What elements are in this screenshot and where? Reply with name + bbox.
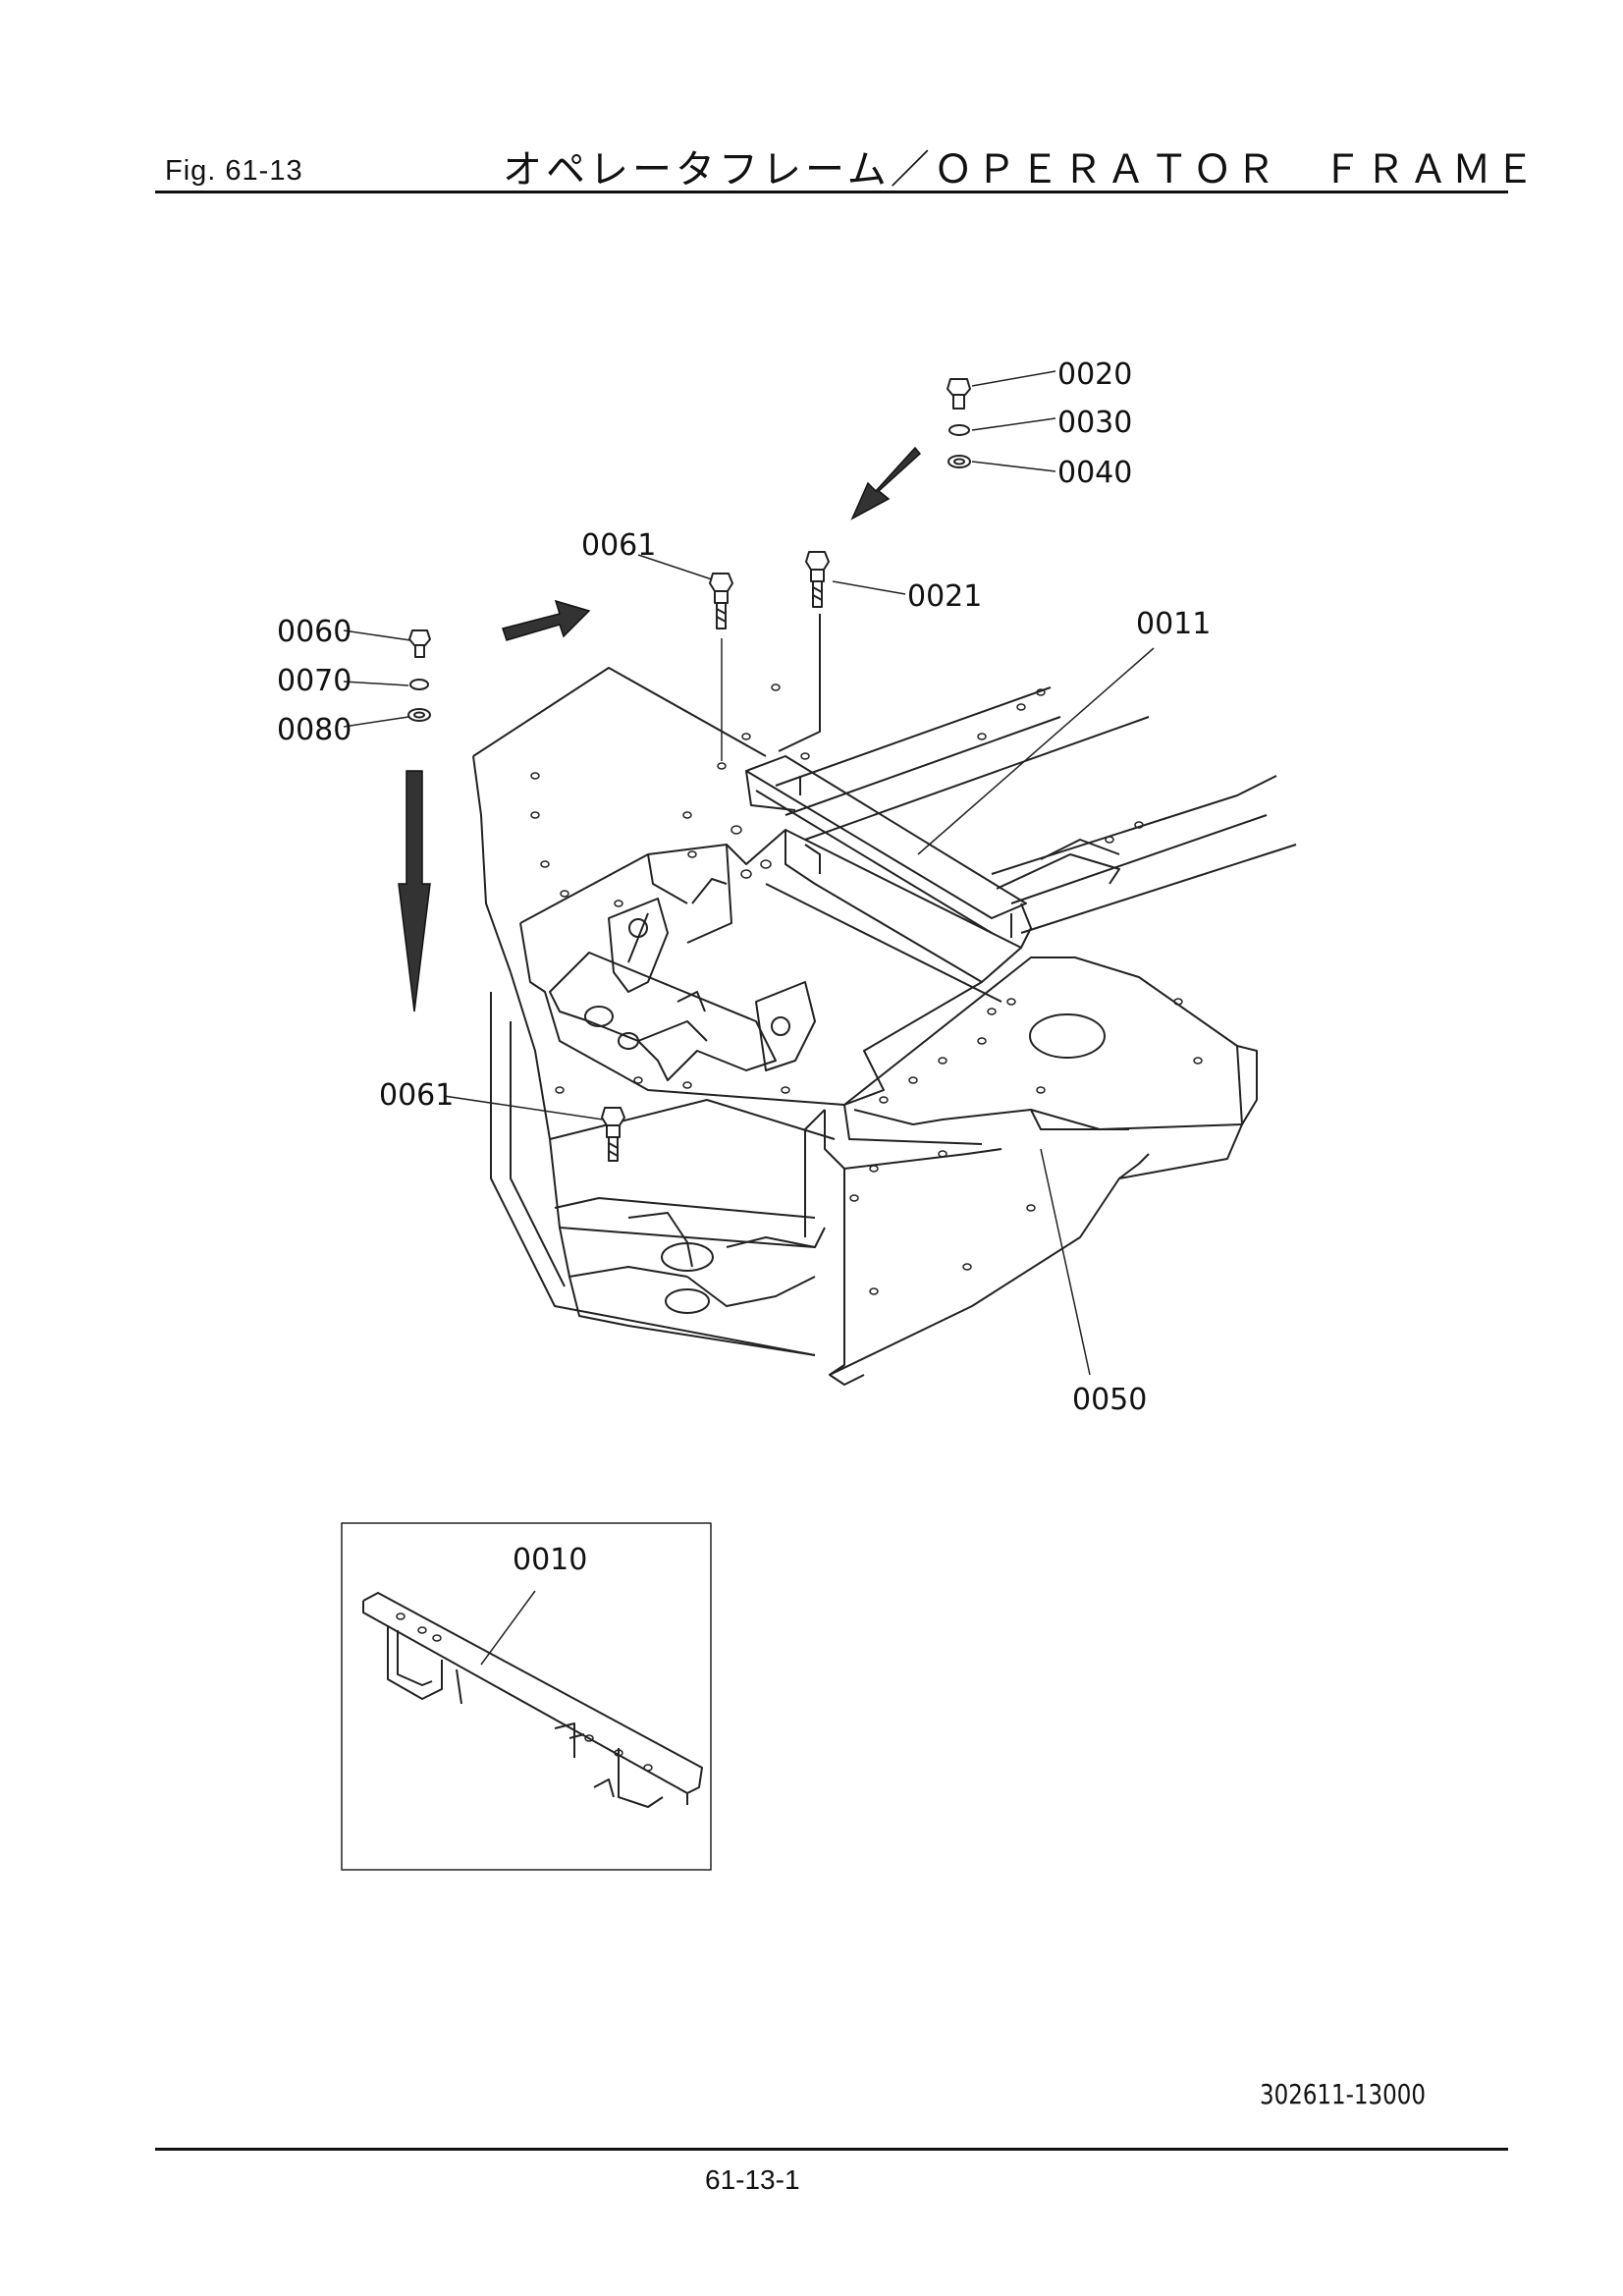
figure-number: Fig. 61-13: [165, 155, 303, 187]
main-frame-rails: [775, 686, 1297, 934]
bolt-0021-icon: [805, 551, 830, 608]
callout-0011: 0011: [1136, 607, 1211, 641]
flat-washer-0040-icon: [947, 455, 971, 468]
page-title: オペレータフレーム／ＯＰＥＲＡＴＯＲ ＦＲＡＭＥ: [503, 148, 1539, 191]
bolt-0061-top-icon: [709, 573, 733, 629]
callout-0070: 0070: [277, 664, 352, 698]
cross-member-0011: [745, 755, 1032, 949]
callout-0061-top: 0061: [581, 528, 656, 563]
callout-0030: 0030: [1057, 406, 1132, 440]
callout-0050: 0050: [1072, 1383, 1147, 1417]
header-rule: [155, 191, 1508, 193]
callout-0061-bottom: 0061: [379, 1078, 454, 1113]
callout-0040: 0040: [1057, 456, 1132, 490]
callout-0010: 0010: [513, 1543, 587, 1577]
right-deck: [843, 957, 1258, 1179]
flat-washer-0080-icon: [407, 708, 431, 722]
footer-rule: [155, 2148, 1508, 2151]
lower-frame: [549, 1099, 836, 1356]
spring-washer-0070-icon: [409, 679, 429, 690]
inset-part-0010: [341, 1522, 712, 1871]
arrow-down-icon: [398, 770, 431, 1012]
callout-0020: 0020: [1057, 357, 1132, 392]
callout-0060: 0060: [277, 615, 352, 649]
callout-0021: 0021: [907, 579, 982, 614]
arrow-down-left-icon: [850, 446, 922, 520]
bolt-0060-icon: [408, 629, 431, 658]
bolt-0061-bottom-icon: [601, 1107, 625, 1162]
bolt-holes: [530, 683, 1203, 1295]
bolt-0021-leader: [778, 614, 821, 752]
center-pin-bracket: [549, 898, 816, 1081]
leader-lines: [343, 370, 1155, 1376]
page-number: 61-13-1: [705, 2164, 800, 2195]
arrow-right-icon: [502, 599, 591, 641]
top-deck-plate: [519, 829, 1022, 1106]
spring-washer-0030-icon: [948, 424, 970, 436]
left-side-panel: [472, 667, 816, 1356]
bolt-0020-icon: [947, 378, 971, 410]
drawing-number: 302611-13000: [1260, 2078, 1426, 2110]
callout-0080: 0080: [277, 713, 352, 747]
assembly-arrows: [398, 446, 922, 1012]
front-panel-0050: [804, 1109, 1150, 1386]
